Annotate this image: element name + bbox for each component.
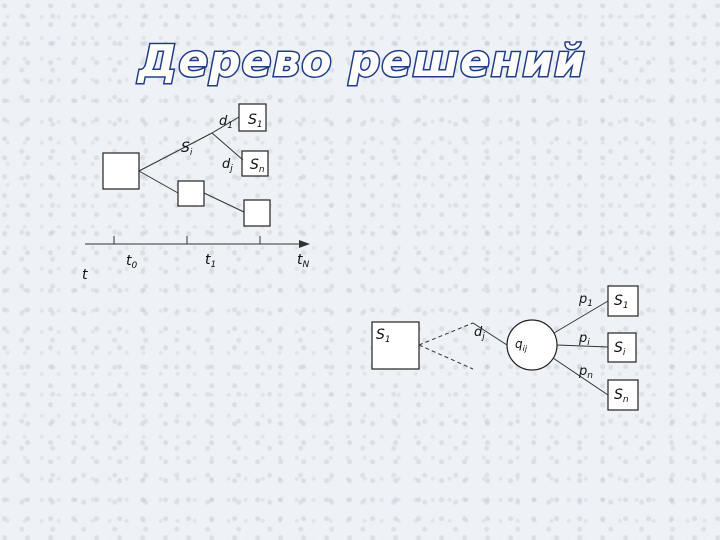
branch-root-lower bbox=[138, 170, 179, 194]
label-t0: t0 bbox=[126, 253, 138, 271]
branch-upper-d1 bbox=[211, 116, 240, 134]
label-outcome-s1: S1 bbox=[614, 293, 629, 311]
branch-to-chance-node bbox=[472, 322, 508, 346]
outcome-box-si bbox=[607, 332, 637, 363]
branch-pi bbox=[556, 344, 609, 348]
label-tn: tN bbox=[297, 252, 310, 270]
label-t1: t1 bbox=[205, 252, 216, 270]
outcome-box-sn bbox=[607, 379, 639, 411]
label-q: qij bbox=[515, 337, 528, 353]
timeline: t t0 t1 tN bbox=[82, 236, 310, 283]
state-box-bottom bbox=[243, 199, 271, 227]
branch-upper-dj bbox=[211, 132, 244, 161]
intermediate-state-box bbox=[177, 180, 205, 207]
label-outcome-si: Si bbox=[614, 340, 626, 358]
label-s1: S1 bbox=[248, 112, 263, 130]
branch-root-upper bbox=[138, 132, 213, 172]
chance-diagram: S1 dj qij p1 pi pn S1 Si Sn bbox=[371, 285, 639, 411]
label-pi: pi bbox=[578, 331, 590, 348]
label-si: Si bbox=[181, 140, 193, 158]
label-dj: dj bbox=[222, 157, 233, 174]
label-outcome-sn: Sn bbox=[614, 387, 629, 405]
timeline-arrowhead bbox=[299, 240, 310, 248]
label-p1: p1 bbox=[578, 292, 593, 309]
label-left-s1: S1 bbox=[376, 327, 391, 345]
outcome-box-s1 bbox=[607, 285, 639, 317]
branch-p1 bbox=[553, 300, 609, 334]
label-pn: pn bbox=[578, 364, 593, 381]
label-t: t bbox=[82, 267, 88, 283]
label-sn: Sn bbox=[250, 157, 265, 175]
branch-pn bbox=[552, 357, 609, 396]
label-chance-dj: dj bbox=[474, 325, 485, 342]
state-box-sn bbox=[241, 150, 269, 177]
branch-intermediate-bottom bbox=[203, 192, 245, 213]
slide-title: Дерево решений bbox=[136, 36, 586, 87]
left-state-box bbox=[371, 321, 420, 370]
dashed-branch-upper bbox=[418, 322, 474, 346]
root-state-box bbox=[102, 152, 140, 190]
label-d1: d1 bbox=[219, 114, 233, 131]
dashed-branch-lower bbox=[418, 344, 474, 370]
decision-tree: d1 S1 Si dj Sn bbox=[102, 103, 271, 227]
